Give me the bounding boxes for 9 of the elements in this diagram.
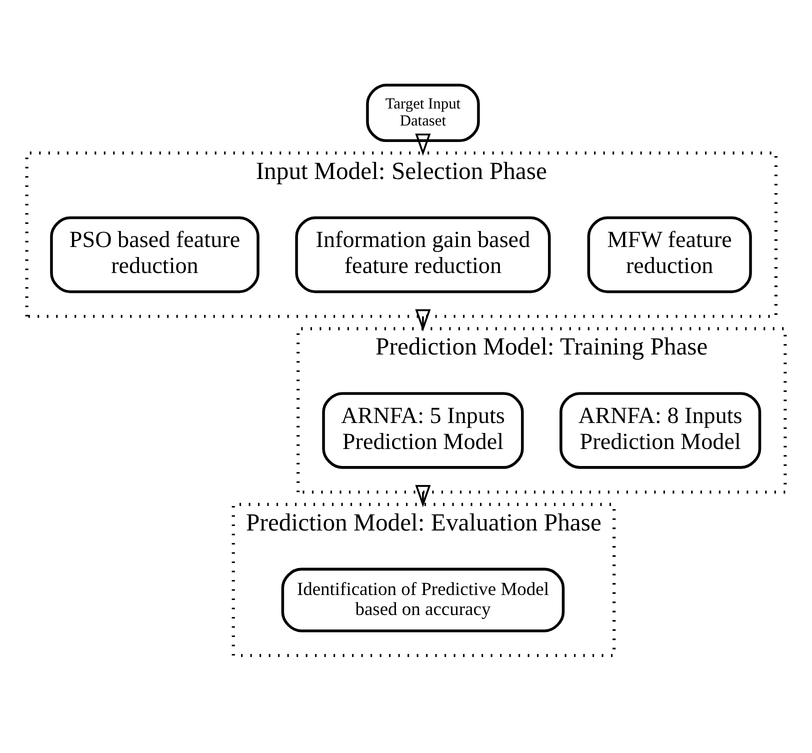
- node-box: PSO based feature reduction: [50, 216, 260, 294]
- node-box: ARNFA: 5 Inputs Prediction Model: [322, 392, 524, 469]
- node-box: ARNFA: 8 Inputs Prediction Model: [560, 392, 762, 469]
- arrow: [415, 309, 431, 332]
- node-box: MFW feature reduction: [587, 216, 752, 294]
- node-box: Identification of Predictive Model based on accuracy: [281, 568, 565, 632]
- arrow: [415, 485, 431, 508]
- arrow: [415, 134, 431, 156]
- node-box: Information gain based feature reduction: [295, 216, 551, 294]
